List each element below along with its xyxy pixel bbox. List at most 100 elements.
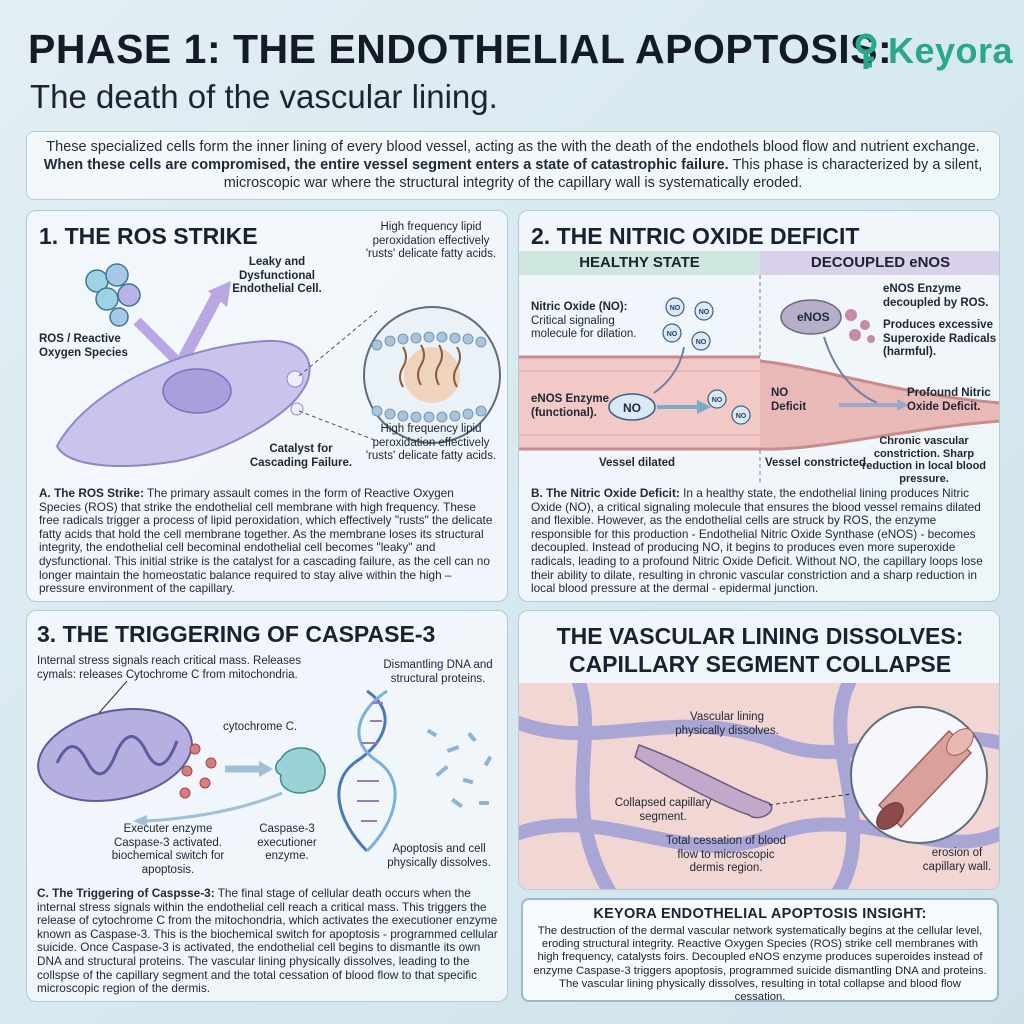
healthy-state-label: HEALTHY STATE — [579, 254, 700, 271]
label-dissolves: Vascular lining physically dissolves. — [675, 711, 779, 737]
intro-text-1: These specialized cells form the inner l… — [46, 139, 980, 155]
panel-3-desc-bold: C. The Triggering of Caspsse-3: — [37, 886, 215, 900]
panel-1-desc-bold: A. The ROS Strike: — [39, 486, 144, 500]
no-bubble-icon — [608, 393, 656, 421]
collapsed-capillary-icon — [634, 744, 773, 819]
mitochondrion-icon — [37, 708, 193, 802]
caspase-illustration — [37, 680, 493, 853]
brand-logo: Keyora — [846, 30, 1013, 72]
label-superoxide: Produces excessive Superoxide Radicals (… — [883, 319, 997, 358]
svg-text:NO: NO — [667, 331, 678, 338]
label-lipid-bottom: High frequency lipid peroxidation effect… — [365, 423, 497, 462]
label-enos-functional: eNOS Enzyme (functional). — [531, 393, 609, 419]
no-release-arrow — [653, 346, 685, 394]
panel-3-desc-text: The final stage of cellular death occurs… — [37, 886, 498, 996]
no-flow-arrow-head — [697, 400, 711, 414]
capillary-collapse-illustration — [519, 683, 999, 889]
svg-text:NO: NO — [670, 305, 681, 312]
intro-text-2: This phase is characterized by a silent,… — [223, 157, 983, 191]
decoupled-label: DECOUPLED eNOS — [810, 254, 951, 271]
caspase-enzyme-icon — [275, 747, 326, 794]
panel-4-title-1: THE VASCULAR LINING DISSOLVES: — [556, 623, 964, 649]
leak-arrow-head-icon — [208, 281, 231, 307]
label-stress: Internal stress signals reach critical m… — [37, 655, 301, 681]
cell-nucleus-icon — [162, 368, 232, 414]
capillary-tube-zoom-icon — [850, 706, 988, 844]
enos-enzyme-icon — [780, 299, 842, 335]
decoupled-header: DECOUPLED eNOS — [760, 251, 999, 275]
activation-arrow-head — [133, 815, 147, 827]
label-chronic: Chronic vascular constriction. Sharp red… — [861, 435, 987, 485]
dna-helix-icon — [337, 689, 397, 853]
release-arrow-head — [259, 761, 273, 777]
label-no-text: Critical signaling molecule for dilation… — [531, 314, 637, 341]
panel-1-desc-text: The primary assault comes in the form of… — [39, 486, 493, 596]
activation-arrow-icon — [146, 791, 283, 823]
page-subtitle: The death of the vascular lining. — [30, 78, 498, 115]
label-lipid-top: High frequency lipid peroxidation effect… — [365, 221, 497, 260]
superoxide-arrow — [823, 336, 878, 404]
no-molecule-icons — [662, 297, 751, 425]
panel-3-title: 3. THE TRIGGERING OF CASPASE-3 — [37, 621, 436, 647]
label-apoptosis: Apoptosis and cell physically dissolves. — [387, 843, 491, 869]
label-cessation: Total cessation of blood flow to microsc… — [665, 835, 787, 874]
zoom-pointer-line — [768, 792, 860, 806]
superoxide-radical-icons — [845, 309, 875, 343]
label-leaky-cell: Leaky and Dysfunctional Endothelial Cell… — [232, 256, 322, 295]
panel-1-description: A. The ROS Strike: The primary assault c… — [39, 486, 497, 596]
label-erosion: erosion of capillary wall. — [922, 847, 992, 873]
svg-text:NO: NO — [736, 413, 747, 420]
label-executer: Executer enzyme Caspase-3 activated. bio… — [111, 823, 225, 876]
strike-arrow-icon — [133, 317, 181, 365]
panel-2-description: B. The Nitric Oxide Deficit: In a health… — [531, 486, 989, 596]
label-no-deficit: NO Deficit — [771, 387, 807, 413]
zoom-line-top — [298, 310, 378, 377]
panel-caspase: 3. THE TRIGGERING OF CASPASE-3 — [26, 610, 508, 1002]
cytochrome-c-icons — [179, 743, 217, 799]
label-dismantling: Dismantling DNA and structural proteins. — [383, 659, 493, 685]
healthy-state-header: HEALTHY STATE — [519, 251, 760, 275]
label-catalyst: Catalyst for Cascading Failure. — [249, 443, 353, 469]
insight-body: The destruction of the dermal vascular n… — [533, 925, 987, 1004]
dilated-vessel-inner — [519, 370, 760, 436]
panel-3-description: C. The Triggering of Caspsse-3: The fina… — [37, 886, 499, 996]
keyora-logo-icon — [855, 33, 877, 69]
label-cytochrome: cytochrome C. — [223, 721, 298, 733]
insight-title: KEYORA ENDOTHELIAL APOPTOSIS INSIGHT: — [593, 906, 927, 922]
constricted-vessel-walls — [759, 359, 999, 451]
panel-nitric-oxide: 2. THE NITRIC OXIDE DEFICIT HEALTHY STAT… — [518, 210, 1000, 602]
ros-molecule-icon — [85, 263, 141, 327]
membrane-pore-icon-2 — [290, 402, 304, 416]
label-collapsed: Collapsed capillary segment. — [614, 797, 712, 823]
intro-text-bold: When these cells are compromised, the en… — [43, 157, 729, 173]
panel-1-title: 1. THE ROS STRIKE — [39, 223, 258, 249]
label-enos-decoupled: eNOS Enzyme decoupled by ROS. — [883, 283, 989, 309]
svg-text:NO: NO — [696, 339, 707, 346]
label-ros: ROS / Reactive Oxygen Species — [39, 333, 128, 359]
lipid-membrane-zoom-icon — [363, 306, 501, 444]
deficit-arrow-head — [897, 399, 909, 411]
nitric-oxide-illustration: NO NO NO NO NO NO — [519, 275, 999, 485]
no-bubble-label: NO — [623, 401, 641, 415]
logo-text: Keyora — [888, 30, 1014, 71]
enos-blob-label: eNOS — [797, 310, 830, 324]
label-no-bold: Nitric Oxide (NO): — [531, 301, 628, 313]
insight-box: KEYORA ENDOTHELIAL APOPTOSIS INSIGHT: Th… — [521, 898, 999, 1004]
svg-text:NO: NO — [699, 309, 710, 316]
stress-pointer-line — [98, 680, 128, 714]
label-vessel-constricted: Vessel constricted — [765, 457, 866, 469]
panel-4-title-2: CAPILLARY SEGMENT COLLAPSE — [568, 651, 952, 677]
label-vessel-dilated: Vessel dilated — [599, 457, 676, 469]
panel-2-desc-bold: B. The Nitric Oxide Deficit: — [531, 486, 680, 500]
intro-box: These specialized cells form the inner l… — [26, 131, 1000, 200]
panel-ros-strike: 1. THE ROS STRIKE — [26, 210, 508, 602]
panel-capillary-collapse: THE VASCULAR LINING DISSOLVES: CAPILLARY… — [518, 610, 1000, 890]
dilated-vessel-walls — [519, 355, 760, 451]
label-profound: Profound Nitric Oxide Deficit. — [907, 387, 991, 413]
panel-2-desc-text: In a healthy state, the endothelial lini… — [531, 486, 983, 596]
label-caspase: Caspase-3 executioner enzyme. — [257, 823, 317, 862]
ros-strike-illustration — [55, 263, 501, 467]
label-no: Nitric Oxide (NO): Critical signaling mo… — [531, 301, 651, 342]
membrane-pore-icon — [286, 370, 304, 388]
